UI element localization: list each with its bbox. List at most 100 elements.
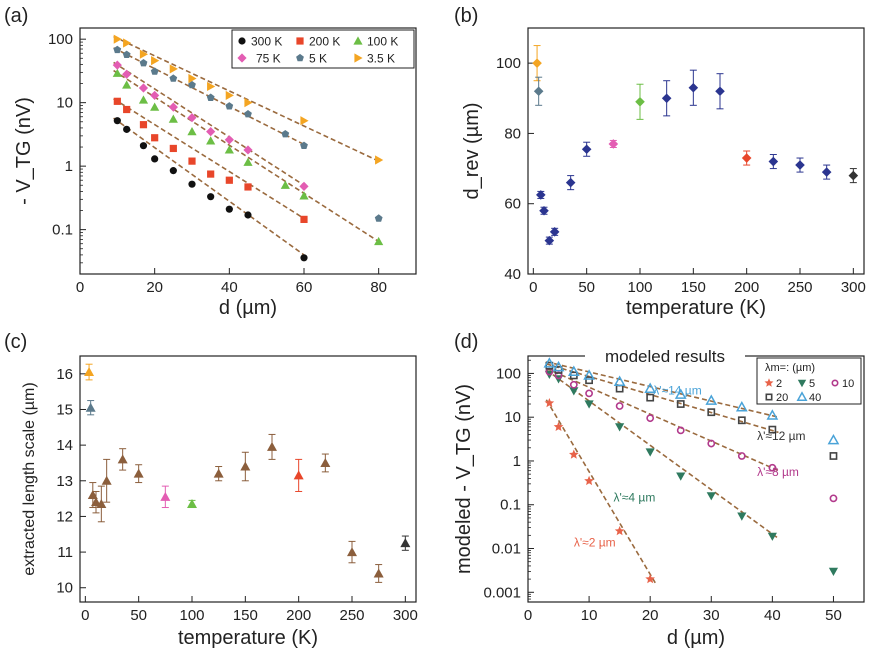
panel-a-legend-label: 5 K	[309, 52, 327, 66]
panel-b-point	[821, 167, 832, 177]
panel-c-point	[84, 367, 95, 377]
panel-d-point	[674, 388, 687, 399]
panel-a-point	[122, 69, 132, 79]
panel-d-point	[584, 475, 594, 486]
panel-b-point	[533, 86, 544, 97]
panel-b-y-tick-label: 80	[504, 125, 521, 142]
panel-b-y-tick-label: 60	[504, 196, 521, 213]
panel-b-point	[539, 205, 549, 216]
panel-b-x-tick-label: 150	[681, 279, 706, 296]
panel-d-x-tick-label: 0	[524, 607, 532, 624]
panel-a-legend-marker	[354, 53, 363, 63]
panel-b-x-tick-label: 50	[578, 279, 595, 296]
panel-a-point	[188, 157, 196, 165]
panel-d-legend-label: 2	[776, 378, 782, 390]
panel-a-point	[300, 215, 308, 223]
panel-a-point	[281, 130, 290, 138]
panel-a-point	[374, 214, 383, 222]
panel-a-point	[138, 83, 149, 93]
panel-a-fit-line-75K	[113, 61, 305, 186]
panel-c-x-tick-label: 50	[130, 607, 147, 624]
panel-d-point	[829, 494, 838, 503]
panel-b-x-tick-label: 0	[529, 279, 537, 296]
panel-a-point	[139, 121, 148, 129]
panel-b-point	[532, 58, 542, 68]
panel-c-point	[160, 491, 171, 501]
panel-a-point	[225, 176, 233, 184]
panel-d-y-tick-label: 0.1	[500, 497, 521, 514]
panel-a-point	[150, 90, 160, 101]
panel-b-point	[688, 82, 699, 93]
panel-a-point	[280, 180, 290, 189]
panel-d-point	[553, 421, 564, 431]
panel-a-point	[244, 211, 252, 219]
panel-a-point	[188, 73, 197, 84]
panel-d-y-tick-label: 0.01	[492, 541, 521, 558]
panel-c-y-tick-label: 15	[56, 401, 73, 418]
panel-c-point	[187, 498, 197, 508]
panel-a-legend-marker	[296, 53, 304, 62]
panel-d-annotation: λ'≈14 µm	[653, 383, 701, 397]
panel-a-point	[187, 113, 197, 123]
panel-d-point	[827, 433, 840, 445]
panel-d-point	[585, 389, 593, 398]
panel-c-point	[101, 475, 112, 485]
panel-a-point	[206, 127, 216, 137]
panel-b-point	[565, 177, 576, 188]
panel-d-point	[705, 394, 718, 405]
panel-a-point	[375, 155, 384, 165]
panel-c-point	[267, 441, 277, 451]
panel-a-x-tick-label: 80	[370, 279, 387, 296]
panel-a-y-tick-label: 0.1	[52, 222, 73, 239]
panel-c-x-axis-label: temperature (K)	[178, 627, 318, 649]
panel-a-point	[225, 90, 234, 101]
panel-a-point	[244, 98, 253, 108]
panel-c-point	[117, 454, 128, 464]
panel-a-legend-marker	[296, 37, 304, 45]
panel-c-point	[347, 547, 357, 557]
panel-a-fit-line-200K	[113, 98, 305, 220]
panel-a-point	[113, 45, 122, 54]
panel-a-point	[139, 49, 149, 59]
panel-d-point	[583, 369, 595, 380]
panel-c-frame	[79, 355, 417, 603]
panel-a-point	[206, 93, 215, 101]
panel-d-point	[569, 380, 578, 389]
panel-d-title-bg	[585, 344, 745, 368]
panel-a-fit-line-100K	[113, 69, 380, 243]
panel-a-point	[169, 74, 178, 82]
panel-a-point	[188, 180, 196, 188]
panel-label-c: (c)	[4, 331, 27, 353]
panel-a-y-tick-label: 10	[56, 95, 73, 112]
panel-c-y-tick-label: 14	[56, 437, 73, 454]
panel-a-fit-line-300K	[113, 117, 305, 256]
panel-d-x-tick-label: 20	[642, 607, 659, 624]
panel-b-point	[741, 153, 752, 163]
panel-d-point	[676, 472, 686, 481]
panel-a-point	[112, 60, 122, 70]
panel-a-point	[150, 67, 159, 75]
panel-d-point	[615, 384, 624, 393]
panel-a-point	[151, 134, 159, 142]
panel-b-point	[715, 86, 725, 97]
panel-b-point	[536, 190, 546, 200]
panel-c-point	[213, 468, 224, 478]
panel-b-y-tick-label: 40	[504, 266, 521, 283]
panel-d-point	[615, 402, 624, 410]
panel-d-point	[768, 463, 777, 472]
panel-d-point	[544, 398, 555, 408]
panel-a-point	[299, 191, 309, 200]
panel-a-point	[207, 193, 215, 201]
panel-d-legend-title: λm=: (µm)	[765, 362, 815, 374]
panel-a-point	[112, 68, 122, 77]
panel-a-x-axis-label: d (µm)	[219, 297, 277, 319]
panel-label-b: (b)	[454, 5, 478, 27]
panel-d-point	[828, 567, 839, 577]
panel-d-point	[614, 526, 625, 536]
panel-c-x-tick-label: 200	[286, 607, 311, 624]
panel-d-point	[585, 376, 593, 385]
panel-a-y-tick-label: 100	[48, 31, 73, 48]
panel-a-point	[150, 102, 160, 111]
